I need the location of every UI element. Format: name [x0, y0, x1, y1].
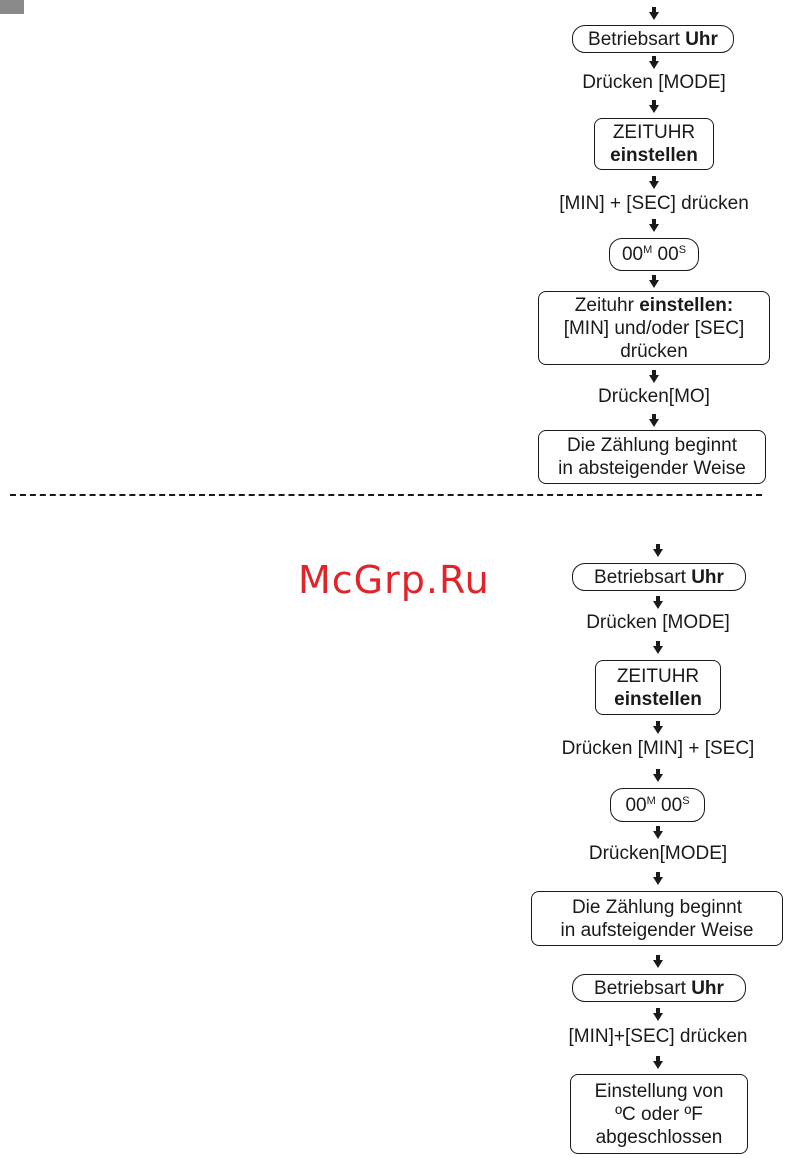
flow-arrow-icon: [653, 641, 663, 655]
watermark: McGrp.Ru: [298, 558, 490, 602]
mode-clock-box: Betriebsart Uhr: [572, 974, 746, 1002]
step-label: Drücken [MIN] + [SEC]: [561, 738, 755, 759]
flow-arrow-icon: [653, 1056, 663, 1070]
step-label: Drücken[MODE]: [588, 843, 728, 864]
flow-arrow-icon: [649, 370, 659, 384]
countup-start-box: Die Zählung beginnt in aufsteigender Wei…: [531, 891, 783, 946]
flow-arrow-icon: [653, 826, 663, 840]
step-label: Drücken[MO]: [598, 386, 710, 407]
mode-clock-box: Betriebsart Uhr: [572, 25, 734, 53]
flow-arrow-icon: [653, 955, 663, 969]
flow-arrow-icon: [649, 100, 659, 114]
flow-arrow-icon: [653, 544, 663, 558]
time-display-box: 00M 00S: [609, 238, 699, 271]
page-corner-marker: [0, 0, 24, 14]
flow-arrow-icon: [649, 414, 659, 428]
step-label: [MIN]+[SEC] drücken: [568, 1026, 748, 1047]
set-timer-box: ZEITUHR einstellen: [595, 660, 721, 715]
section-divider: [10, 494, 762, 496]
step-label: Drücken [MODE]: [582, 72, 726, 93]
step-label: [MIN] + [SEC] drücken: [559, 193, 749, 214]
countdown-start-box: Die Zählung beginnt in absteigender Weis…: [538, 430, 766, 484]
flow-arrow-icon: [649, 275, 659, 289]
mode-clock-box: Betriebsart Uhr: [572, 563, 746, 591]
flow-arrow-icon: [653, 721, 663, 735]
flow-arrow-icon: [649, 176, 659, 190]
time-display-box: 00M 00S: [610, 788, 705, 822]
flow-arrow-icon: [653, 1008, 663, 1022]
step-label: Drücken [MODE]: [586, 612, 730, 633]
flow-arrow-icon: [649, 56, 659, 70]
flow-arrow-icon: [653, 769, 663, 783]
flow-arrow-icon: [653, 872, 663, 886]
unit-set-box: Einstellung von ºC oder ºF abgeschlossen: [570, 1074, 748, 1154]
flow-arrow-icon: [649, 219, 659, 233]
adjust-timer-box: Zeituhr einstellen: [MIN] und/oder [SEC]…: [538, 291, 770, 365]
set-timer-box: ZEITUHR einstellen: [594, 118, 714, 170]
flow-arrow-icon: [653, 596, 663, 610]
flow-arrow-icon: [649, 7, 659, 21]
